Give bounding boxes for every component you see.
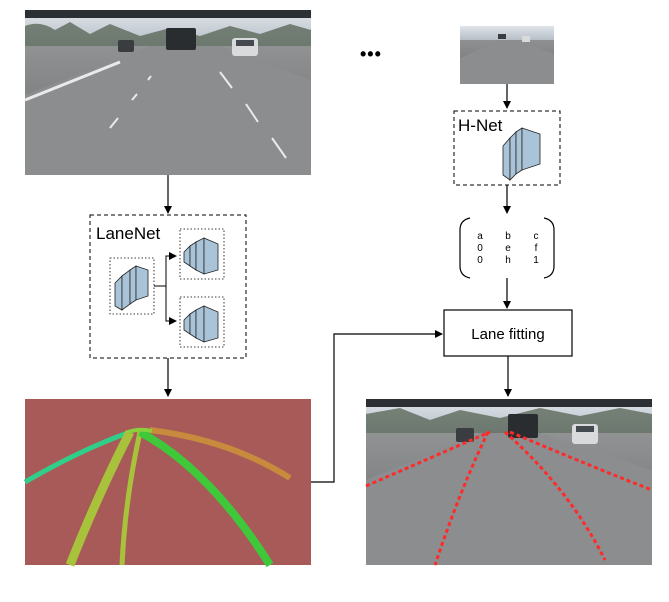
matrix-cell: h (505, 255, 511, 266)
hnet-network-icon (502, 127, 541, 181)
segmentation-image (23, 399, 311, 568)
decoder-network-icon (183, 237, 219, 275)
homography-matrix: a b c 0 e f 0 h 1 (459, 217, 555, 279)
matrix-cell: b (505, 231, 511, 242)
input-road-image (24, 10, 311, 175)
matrix-cell: f (535, 243, 538, 254)
arrow-segmentation-to-lane-fitting (311, 330, 443, 483)
matrix-cell: e (505, 243, 511, 254)
ellipsis: ••• (360, 44, 382, 64)
hnet-box: H-Net (453, 110, 561, 186)
lanenet-label: LaneNet (96, 224, 161, 243)
output-road-image (365, 399, 653, 566)
lane-fitting-box: Lane fitting (443, 309, 573, 357)
encoder-network-icon (114, 265, 149, 311)
hnet-label: H-Net (458, 116, 503, 135)
lane-fitting-label: Lane fitting (471, 326, 544, 343)
decoder-network-icon (183, 305, 219, 343)
matrix-cell: a (477, 231, 483, 242)
matrix-cell: 0 (477, 255, 483, 266)
matrix-cell: 0 (477, 243, 483, 254)
hnet-input-image (460, 26, 554, 84)
matrix-cell: c (534, 231, 539, 242)
lanenet-box: LaneNet (89, 214, 247, 359)
fitted-lanes (365, 430, 653, 566)
matrix-cell: 1 (533, 255, 539, 266)
